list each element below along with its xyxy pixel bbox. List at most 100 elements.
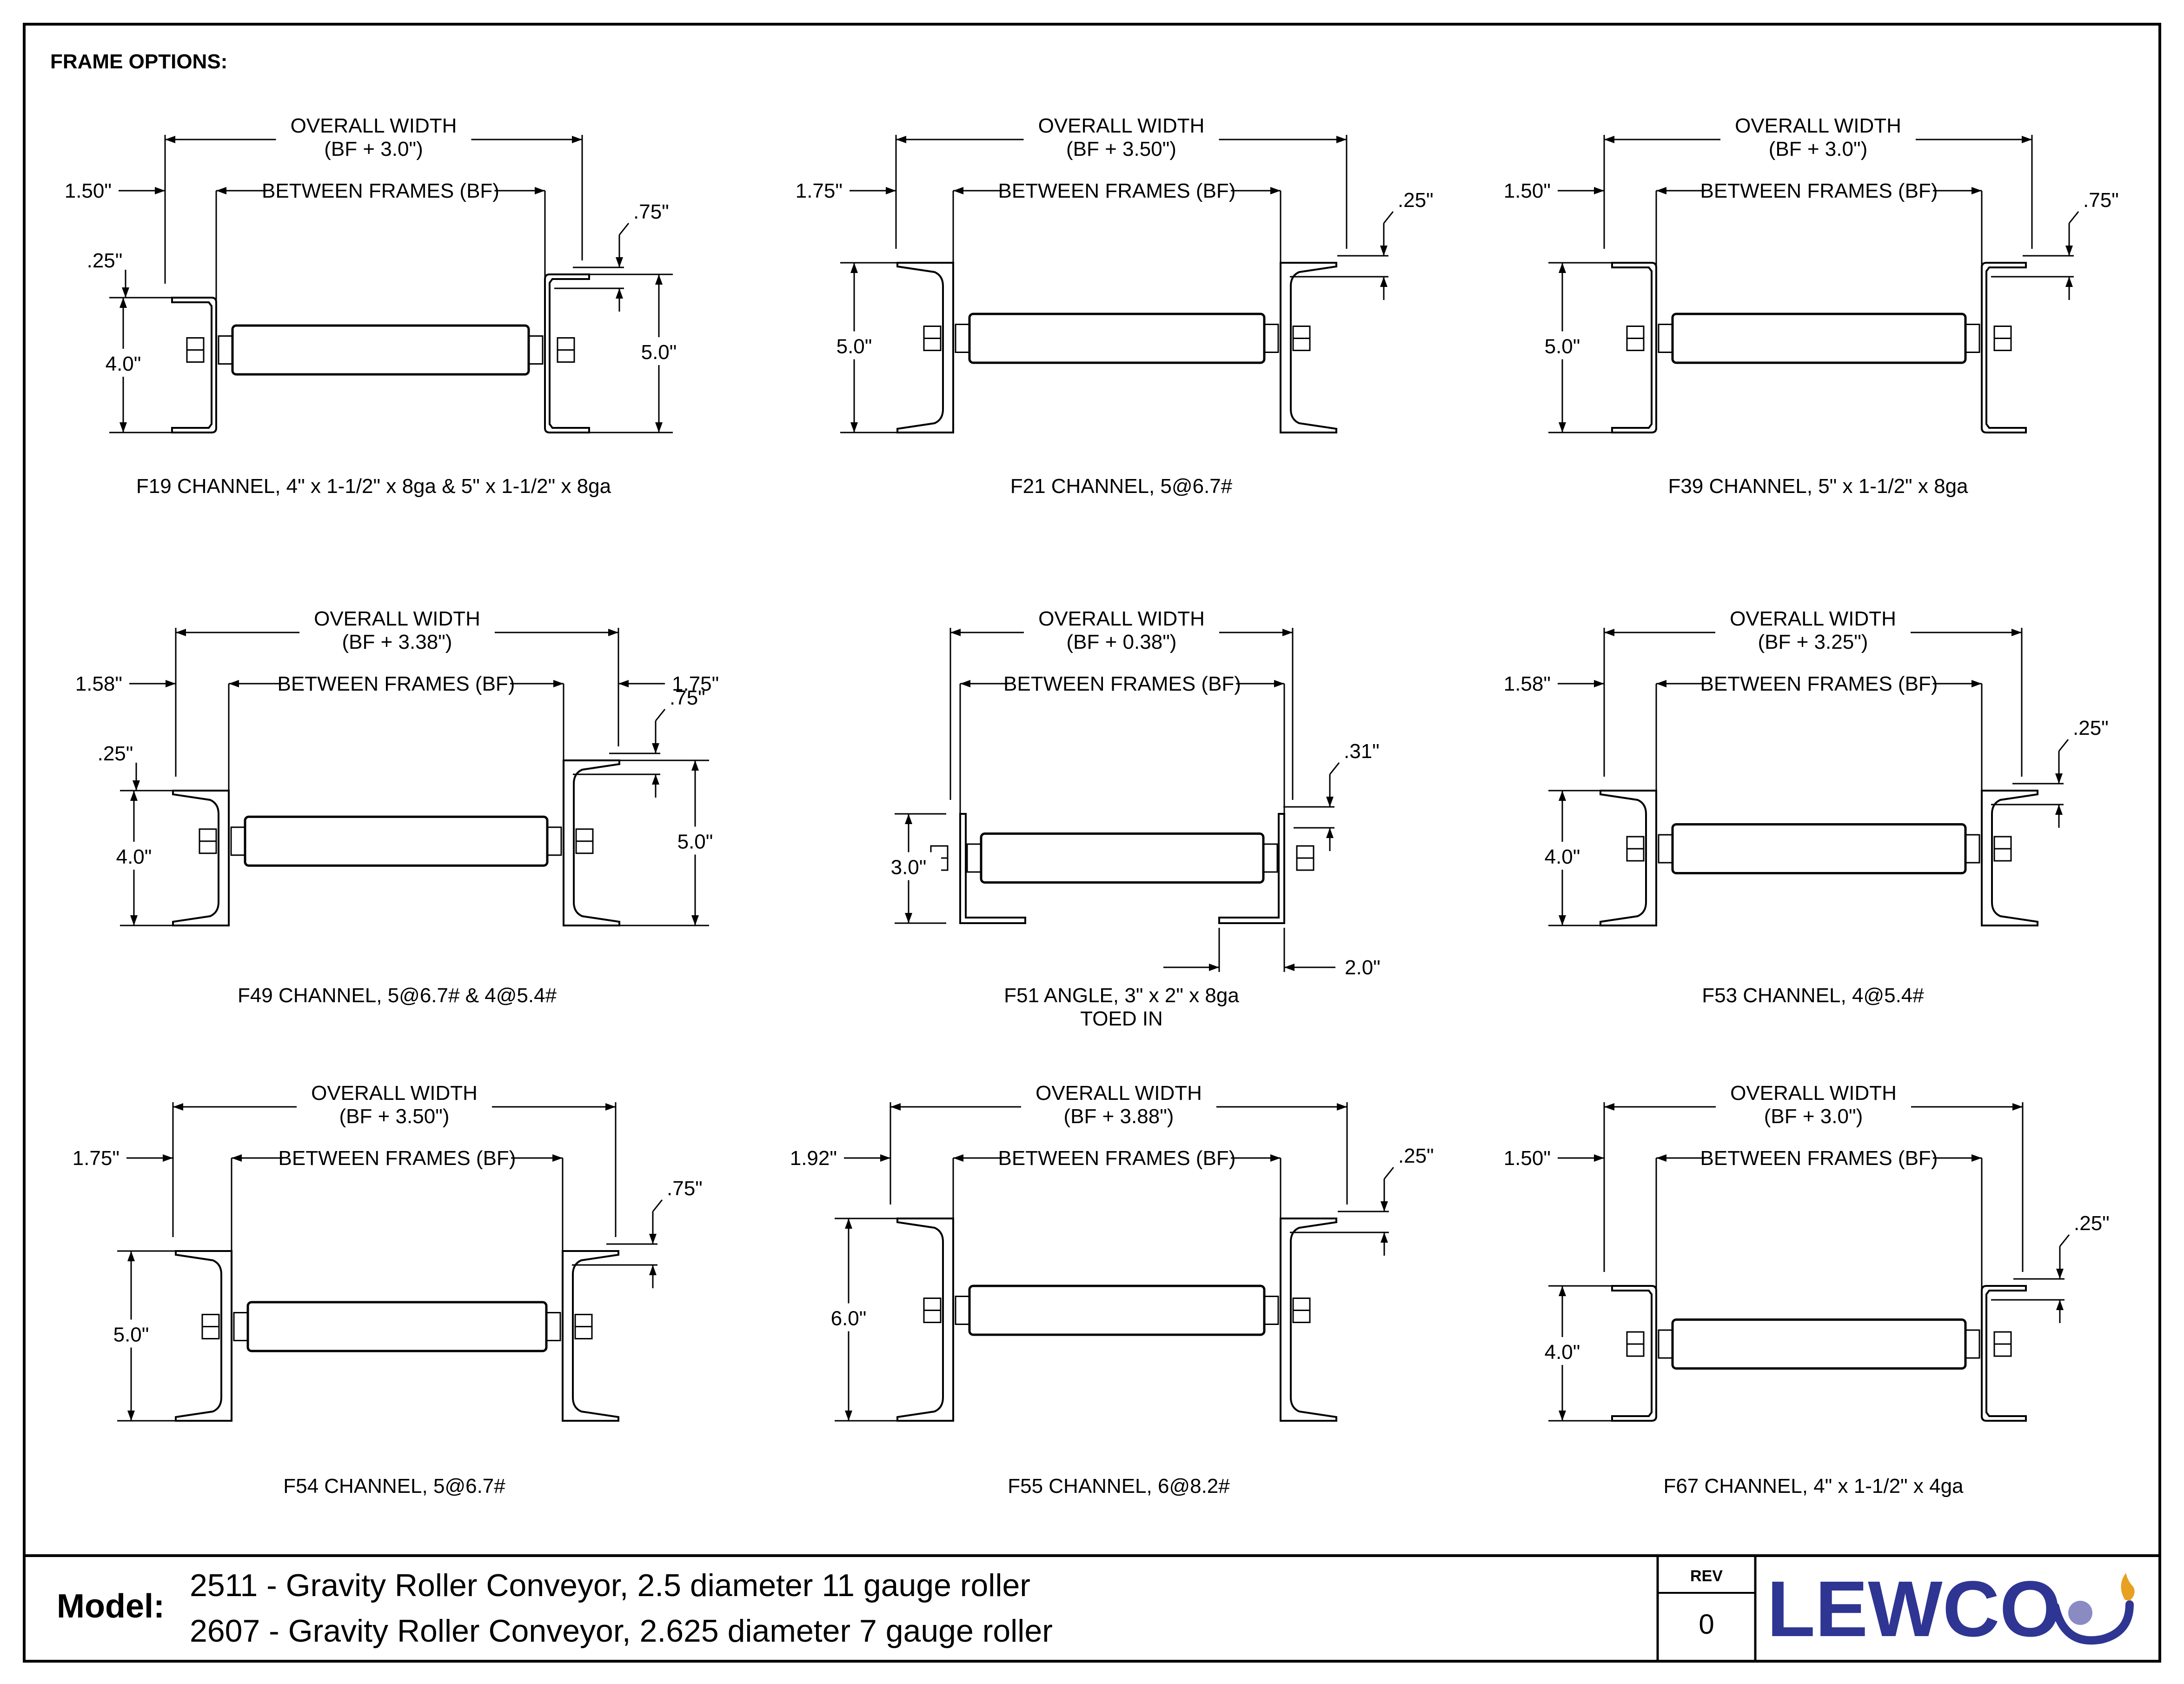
- overall-width-formula: (BF + 3.0"): [324, 138, 423, 160]
- between-frames-label: BETWEEN FRAMES (BF): [1700, 672, 1938, 695]
- roller-bearing: [1263, 324, 1279, 353]
- arrow-head: [1559, 791, 1566, 801]
- channel-frame: [1611, 1285, 1657, 1422]
- top-right-offset-leader: [1329, 762, 1340, 775]
- arrow-head: [1604, 1103, 1614, 1111]
- overall-width-label: OVERALL WIDTH: [1036, 1082, 1202, 1105]
- arrow-head: [173, 1103, 183, 1111]
- roller-bearing: [1965, 834, 1980, 864]
- arrow-head: [216, 187, 226, 194]
- arrow-head: [1381, 1232, 1388, 1243]
- arrow-head: [950, 629, 961, 636]
- arrow-head: [229, 680, 239, 687]
- label-mask: [1530, 1337, 1595, 1365]
- top-right-offset-leader: [2058, 739, 2069, 752]
- structural-channel-frame: [563, 759, 620, 926]
- arrow-head: [1559, 915, 1566, 925]
- between-frames-label: BETWEEN FRAMES (BF): [262, 180, 499, 202]
- frame-caption: F21 CHANNEL, 5@6.7#: [1010, 475, 1233, 498]
- top-right-offset-leader: [618, 223, 630, 235]
- label-mask: [297, 1081, 492, 1128]
- top-right-offset-leader: [652, 1199, 663, 1212]
- left-offset-label: 1.50": [1504, 180, 1551, 202]
- logo-flame-icon: [2121, 1573, 2135, 1601]
- arrow-head: [896, 136, 906, 143]
- roller: [1671, 823, 1967, 874]
- arrow-head: [2011, 629, 2022, 636]
- frame-caption: F49 CHANNEL, 5@6.7# & 4@5.4#: [238, 984, 557, 1007]
- roller-bearing: [966, 843, 982, 873]
- arrow-head: [130, 791, 138, 801]
- overall-width-formula: (BF + 3.88"): [1064, 1105, 1174, 1128]
- label-mask: [822, 331, 887, 359]
- channel-frame: [1981, 262, 2027, 433]
- roller-bearing: [1658, 834, 1673, 864]
- frame-caption-line-2: TOED IN: [1080, 1007, 1163, 1030]
- arrow-head: [2065, 246, 2073, 256]
- arrow-head: [890, 1103, 901, 1111]
- left-height-label: 4.0": [1545, 845, 1580, 868]
- frame-panel-f39: OVERALL WIDTH(BF + 3.0")BETWEEN FRAMES (…: [1504, 114, 2119, 498]
- frame-caption: F51 ANGLE, 3" x 2" x 8ga: [1004, 984, 1239, 1007]
- roller-bearing: [230, 826, 246, 856]
- arrow-head: [119, 298, 127, 308]
- arrow-head: [845, 1218, 852, 1229]
- structural-channel-frame: [896, 1218, 954, 1422]
- arrow-head: [1559, 1411, 1566, 1421]
- arrow-head: [1381, 1201, 1388, 1211]
- label-mask: [1023, 114, 1219, 160]
- arrow-head: [535, 187, 545, 194]
- top-right-offset-leader: [1383, 1167, 1394, 1179]
- roller: [1671, 1318, 1967, 1370]
- overall-width-formula: (BF + 3.25"): [1758, 631, 1868, 653]
- frame-panel-f51: OVERALL WIDTH(BF + 0.38")BETWEEN FRAMES …: [876, 607, 1381, 1030]
- frame-panels: OVERALL WIDTH (BF + 3.0") BETWEEN FRAMES (…: [65, 114, 2119, 1498]
- overall-width-formula: (BF + 3.0"): [1769, 138, 1867, 160]
- between-frames-label: BETWEEN FRAMES (BF): [278, 672, 515, 695]
- top-right-offset-label: .25": [1398, 189, 1434, 212]
- top-left-offset-label: .25": [98, 742, 133, 765]
- arrow-head: [133, 780, 140, 791]
- top-right-offset-leader: [2059, 1234, 2070, 1247]
- overall-width-label: OVERALL WIDTH: [1730, 607, 1896, 630]
- frame-panel-f21: OVERALL WIDTH(BF + 3.50")BETWEEN FRAMES …: [796, 114, 1434, 498]
- arrow-head: [1604, 629, 1614, 636]
- arrow-head: [122, 287, 129, 298]
- roller-bearing: [1658, 1329, 1673, 1359]
- left-height-label: 5.0": [113, 1324, 149, 1346]
- arrow-head: [618, 680, 629, 687]
- frame-caption: F54 CHANNEL, 5@6.7#: [283, 1475, 505, 1498]
- arrow-head: [691, 915, 699, 925]
- label-mask: [876, 852, 941, 880]
- rev-label: REV: [1690, 1567, 1723, 1585]
- arrow-head: [649, 1265, 657, 1275]
- right-height-label: 5.0": [641, 341, 677, 364]
- left-offset-label: 1.58": [1504, 672, 1551, 695]
- top-right-offset-label: .25": [2074, 1212, 2110, 1235]
- overall-width-label: OVERALL WIDTH: [1038, 114, 1205, 137]
- roller-bearing: [955, 1296, 970, 1325]
- arrow-head: [886, 187, 896, 194]
- label-mask: [276, 114, 471, 160]
- right-height-label: 5.0": [677, 831, 713, 853]
- arrow-head: [605, 1103, 616, 1111]
- label-mask: [299, 607, 495, 653]
- top-right-offset-label: .31": [1344, 740, 1380, 763]
- arrow-head: [1594, 680, 1604, 687]
- arrow-head: [1656, 187, 1666, 194]
- structural-channel-frame: [172, 790, 230, 926]
- channel-frame: [171, 297, 217, 433]
- arrow-head: [616, 257, 623, 267]
- arrow-head: [616, 288, 623, 299]
- angle-frame: [959, 813, 1026, 924]
- arrow-head: [166, 680, 176, 687]
- frame-panel-f53: OVERALL WIDTH(BF + 3.25") BETWEEN FRAMES …: [1504, 607, 2109, 1007]
- left-offset-label: 1.58": [75, 672, 122, 695]
- overall-width-label: OVERALL WIDTH: [1730, 1082, 1897, 1105]
- arrow-head: [1336, 136, 1347, 143]
- roller-bearing: [1965, 324, 1980, 353]
- arrow-head: [552, 1154, 563, 1162]
- roller-bearing: [1263, 1296, 1279, 1325]
- label-mask: [1003, 1139, 1231, 1167]
